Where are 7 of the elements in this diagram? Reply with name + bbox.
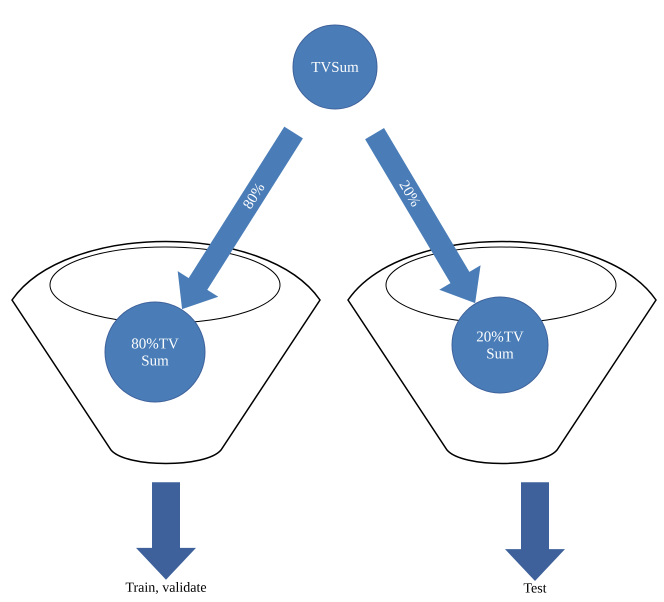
output-label: Test xyxy=(524,583,546,593)
funnel-drawing xyxy=(11,240,321,464)
funnel-drawing xyxy=(347,240,657,464)
circle-node: 80%TV Sum xyxy=(104,302,206,402)
circle-node: 20%TV Sum xyxy=(452,296,548,394)
circle-node: TVSum xyxy=(292,24,378,110)
output-label: Train, validate xyxy=(126,582,206,594)
